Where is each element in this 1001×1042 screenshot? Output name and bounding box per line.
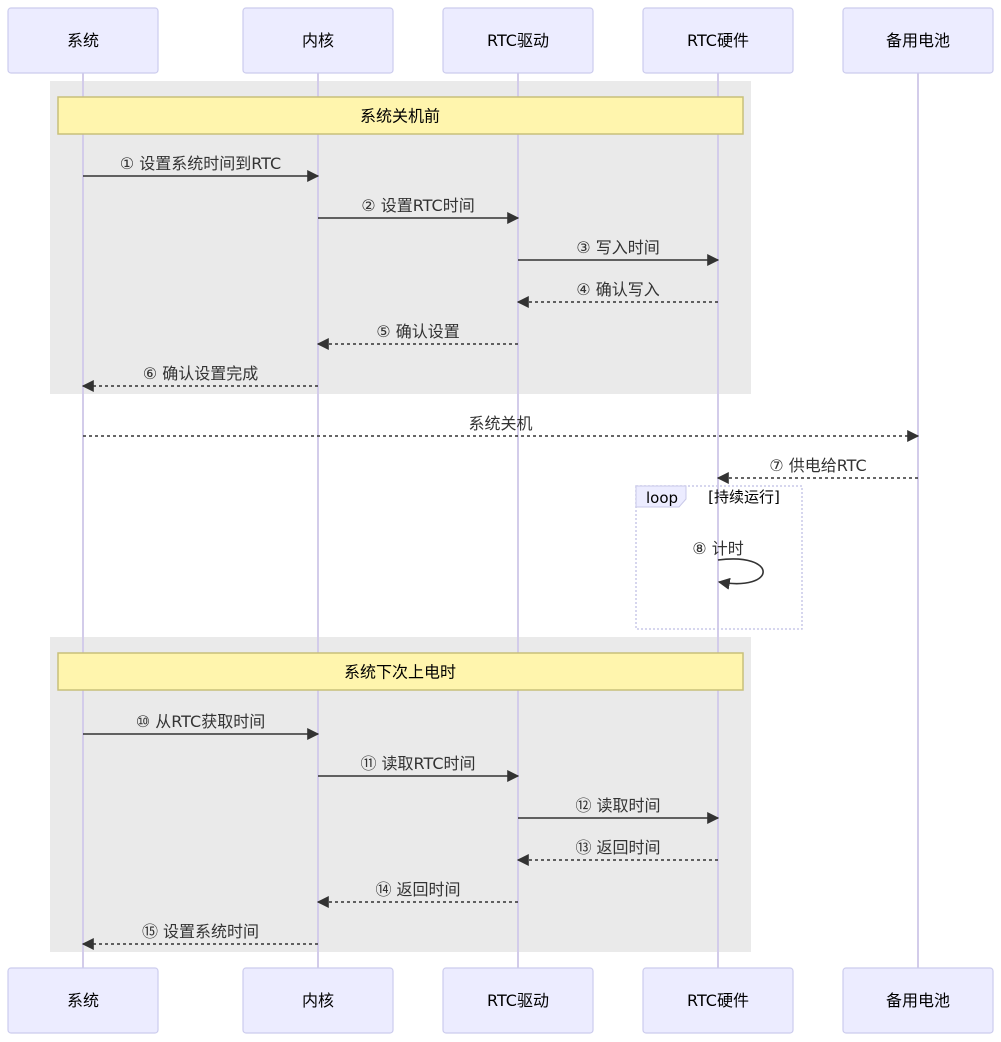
actor-battery-top: 备用电池	[842, 7, 994, 74]
actor-box	[7, 967, 159, 1034]
actor-label: RTC硬件	[687, 991, 749, 1010]
actor-box	[842, 7, 994, 74]
message-label: ② 设置RTC时间	[361, 196, 474, 215]
message-8: ⑦ 供电给RTC	[716, 456, 918, 484]
actor-sys-bottom: 系统	[7, 967, 159, 1034]
actor-label: 备用电池	[886, 991, 950, 1010]
message-arrow	[717, 558, 764, 590]
message-13: ⑬ 返回时间	[516, 838, 718, 866]
actor-label: 系统	[67, 991, 99, 1010]
message-5: ⑤ 确认设置	[316, 322, 518, 350]
message-label: ⑤ 确认设置	[376, 322, 459, 341]
message-label: ⑭ 返回时间	[375, 880, 460, 899]
loop-keyword: loop	[646, 489, 678, 507]
message-3: ③ 写入时间	[518, 238, 720, 266]
actor-driver-top: RTC驱动	[442, 7, 594, 74]
actor-sys-top: 系统	[7, 7, 159, 74]
actor-label: RTC驱动	[487, 31, 549, 50]
loop-box	[635, 485, 803, 630]
message-label: ④ 确认写入	[576, 280, 659, 299]
message-label: ⑪ 读取RTC时间	[360, 754, 475, 773]
loop-tab	[635, 485, 687, 508]
actor-label: 内核	[302, 991, 334, 1010]
actor-label: RTC驱动	[487, 991, 549, 1010]
message-1: ① 设置系统时间到RTC	[83, 154, 320, 182]
actor-label: 系统	[67, 31, 99, 50]
message-label: ⑬ 返回时间	[575, 838, 660, 857]
actor-battery-bottom: 备用电池	[842, 967, 994, 1034]
message-12: ⑫ 读取时间	[518, 796, 720, 824]
note-before-shutdown: 系统关机前	[360, 107, 440, 126]
note-next-poweron: 系统下次上电时	[344, 663, 456, 682]
actor-kernel-bottom: 内核	[242, 967, 394, 1034]
message-label: ① 设置系统时间到RTC	[120, 154, 281, 173]
actor-box	[642, 7, 794, 74]
actor-box	[642, 967, 794, 1034]
actor-box	[242, 7, 394, 74]
actor-label: 内核	[302, 31, 334, 50]
messages: ① 设置系统时间到RTC ② 设置RTC时间 ③ 写入时间 ④ 确认写入 ⑤ 确认设置 ⑥…	[81, 154, 920, 950]
message-label: ⑩ 从RTC获取时间	[136, 712, 265, 731]
actor-box	[842, 967, 994, 1034]
message-2: ② 设置RTC时间	[318, 196, 520, 224]
actor-box	[7, 7, 159, 74]
message-15: ⑮ 设置系统时间	[81, 922, 318, 950]
note-next-poweron-box	[57, 652, 744, 691]
message-14: ⑭ 返回时间	[316, 880, 518, 908]
message-label: 系统关机	[468, 414, 532, 433]
message-label: ⑥ 确认设置完成	[143, 364, 258, 383]
actor-hw-bottom: RTC硬件	[642, 967, 794, 1034]
actor-kernel-top: 内核	[242, 7, 394, 74]
message-label: ③ 写入时间	[576, 238, 659, 257]
message-11: ⑪ 读取RTC时间	[318, 754, 520, 782]
actor-hw-top: RTC硬件	[642, 7, 794, 74]
message-label: ⑦ 供电给RTC	[769, 456, 866, 475]
message-10: ⑩ 从RTC获取时间	[83, 712, 320, 740]
actor-box	[242, 967, 394, 1034]
message-4: ④ 确认写入	[516, 280, 718, 308]
message-6: ⑥ 确认设置完成	[81, 364, 318, 392]
loop-condition: [持续运行]	[708, 488, 780, 506]
message-label: ⑮ 设置系统时间	[142, 922, 259, 941]
actor-box	[442, 7, 594, 74]
note-before-shutdown-box	[57, 96, 744, 135]
actor-label: 备用电池	[886, 31, 950, 50]
actor-label: RTC硬件	[687, 31, 749, 50]
actor-box	[442, 967, 594, 1034]
message-7: 系统关机	[83, 414, 920, 442]
actor-driver-bottom: RTC驱动	[442, 967, 594, 1034]
message-label: ⑧ 计时	[692, 539, 743, 558]
message-9: ⑧ 计时	[692, 539, 764, 590]
message-label: ⑫ 读取时间	[575, 796, 660, 815]
loop-frame: loop [持续运行]	[635, 485, 803, 630]
